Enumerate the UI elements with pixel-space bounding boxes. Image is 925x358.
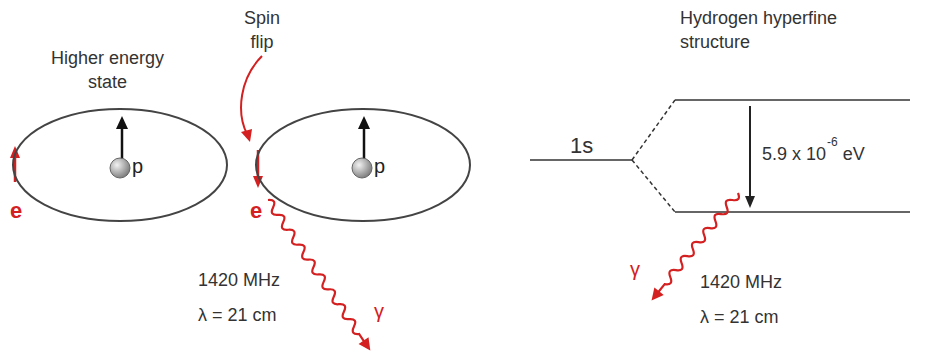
photon-label: γ bbox=[374, 298, 384, 325]
frequency-label: 1420 MHz bbox=[700, 270, 782, 294]
orbit-ellipse: p bbox=[255, 108, 471, 222]
orbit-ellipse: p bbox=[12, 108, 228, 222]
arrowhead bbox=[358, 116, 370, 129]
wavelength-label: λ = 21 cm bbox=[198, 303, 277, 327]
proton-label: p bbox=[132, 155, 143, 178]
diagram-title: Hydrogen hyperfine structure bbox=[680, 6, 855, 55]
spin-flip-label: Spin flip bbox=[236, 6, 288, 55]
proton bbox=[110, 158, 130, 178]
level-1s bbox=[530, 159, 632, 161]
arrowhead bbox=[745, 196, 755, 208]
electron-label: e bbox=[10, 196, 22, 226]
wavelength-label: λ = 21 cm bbox=[700, 305, 779, 329]
arrowhead bbox=[116, 116, 128, 129]
spin-flip-arrow bbox=[241, 56, 262, 134]
proton-spin bbox=[363, 126, 366, 160]
orbit-outline bbox=[255, 108, 471, 222]
exponent: -6 bbox=[827, 134, 838, 150]
state-label: Higher energy state bbox=[40, 46, 175, 95]
frequency-label: 1420 MHz bbox=[198, 268, 280, 292]
proton-spin bbox=[121, 126, 124, 160]
upper-level bbox=[675, 99, 910, 101]
proton-label: p bbox=[374, 155, 385, 178]
split-line bbox=[632, 160, 675, 212]
energy-label: 5.9 x 10 bbox=[762, 142, 826, 166]
proton bbox=[352, 158, 372, 178]
electron-label: e bbox=[250, 196, 262, 226]
level-label: 1s bbox=[570, 131, 593, 161]
energy-unit: eV bbox=[843, 142, 865, 166]
photon-label: γ bbox=[630, 256, 640, 283]
lower-level bbox=[675, 211, 910, 213]
transition-arrow bbox=[749, 106, 751, 198]
arrowhead bbox=[241, 129, 252, 142]
orbit-outline bbox=[12, 108, 228, 222]
split-line bbox=[632, 100, 675, 160]
